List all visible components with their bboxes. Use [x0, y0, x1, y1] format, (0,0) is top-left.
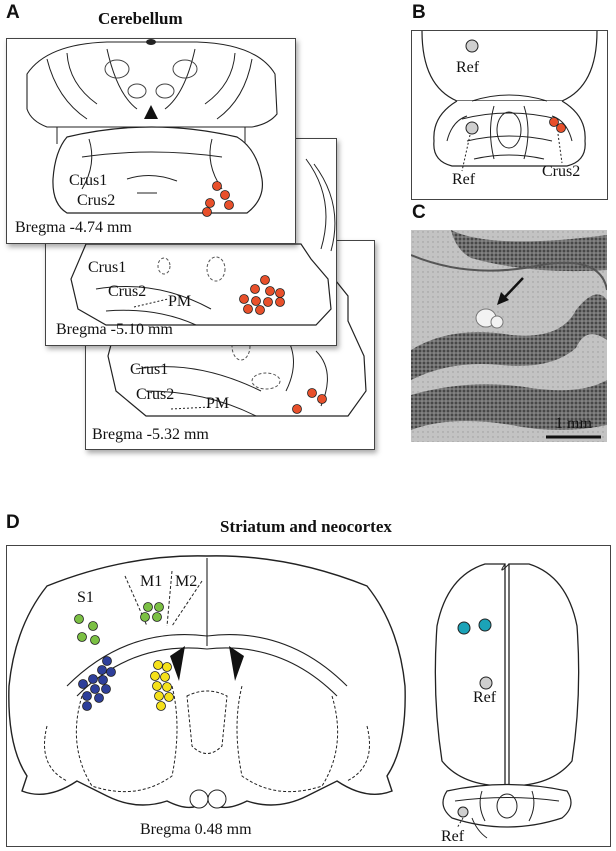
striatum-lateral-site: [90, 684, 100, 694]
panel-c-letter: C: [412, 202, 426, 223]
striatum-medial-site: [162, 662, 172, 672]
histology-image: [411, 230, 607, 442]
panel-d-letter: D: [6, 512, 20, 533]
striatum-lateral-site: [82, 691, 92, 701]
ref-electrode: [465, 121, 479, 135]
cerebellum-site: [292, 404, 302, 414]
ref-bottom-label: Ref: [441, 828, 465, 845]
crus1-label: Crus1: [88, 259, 127, 276]
striatum-medial-site: [160, 672, 170, 682]
bregma-label: Bregma -5.32 mm: [92, 426, 209, 443]
panel-d-frame: S1 M1 M2 Bregma 0.48 mm Ref Ref: [6, 545, 611, 847]
cerebellum-site: [265, 286, 275, 296]
cerebellum-site: [205, 198, 215, 208]
striatum-medial-site: [162, 682, 172, 692]
crus2-site: [556, 123, 566, 133]
cerebellum-site: [307, 388, 317, 398]
cerebellum-site: [250, 284, 260, 294]
cerebellum-site: [260, 275, 270, 285]
cerebellum-site: [224, 200, 234, 210]
crus2-label: Crus2: [542, 163, 581, 180]
striatum-medial-site: [164, 692, 174, 702]
ref-electrode: [465, 39, 479, 53]
m1-site: [152, 612, 162, 622]
cerebellum-site: [317, 394, 327, 404]
cerebellum-site: [212, 181, 222, 191]
s1-site: [74, 614, 84, 624]
panel-a-letter: A: [6, 2, 20, 23]
coronal-and-dorsal-drawing: [8, 555, 580, 839]
bregma-label: Bregma 0.48 mm: [140, 821, 252, 838]
panel-a-title: Cerebellum: [98, 9, 183, 28]
crus2-label: Crus2: [136, 386, 175, 403]
ref-electrode: [479, 676, 493, 690]
panel-b-drawing: [421, 31, 598, 172]
scale-bar-label: 1 mm: [555, 415, 592, 432]
striatum-lateral-site: [106, 667, 116, 677]
pm-label: PM: [206, 395, 230, 412]
m1-label: M1: [140, 573, 163, 590]
cerebellum-site: [239, 294, 249, 304]
m2-label: M2: [175, 573, 198, 590]
striatum-medial-site: [152, 681, 162, 691]
cerebellum-site: [243, 304, 253, 314]
crus1-label: Crus1: [130, 361, 169, 378]
striatum-medial-site: [153, 660, 163, 670]
cerebellum-site: [251, 296, 261, 306]
cerebellum-site: [263, 297, 273, 307]
s1-label: S1: [77, 589, 94, 606]
panel-c-histology: 1 mm: [411, 230, 607, 442]
cerebellum-site: [220, 190, 230, 200]
section-510-drawing: [70, 158, 336, 326]
ref-top-label: Ref: [456, 59, 480, 76]
m1-site: [140, 612, 150, 622]
crus2-label: Crus2: [108, 283, 147, 300]
cerebellum-site: [202, 207, 212, 217]
ref-electrode: [457, 806, 469, 818]
ref-top-label: Ref: [473, 689, 497, 706]
panel-d-title: Striatum and neocortex: [220, 517, 392, 536]
s1-site: [90, 635, 100, 645]
crus1-label: Crus1: [69, 172, 108, 189]
striatum-lateral-site: [94, 693, 104, 703]
striatum-lateral-site: [97, 665, 107, 675]
cortex-electrode: [457, 621, 471, 635]
cerebellum-site: [275, 288, 285, 298]
striatum-lateral-site: [101, 684, 111, 694]
panel-b-letter: B: [412, 2, 426, 23]
striatum-medial-site: [150, 671, 160, 681]
striatum-lateral-site: [82, 701, 92, 711]
bregma-label: Bregma -4.74 mm: [15, 219, 132, 236]
striatum-lateral-site: [102, 656, 112, 666]
bregma-label: Bregma -5.10 mm: [56, 321, 173, 338]
crus2-label: Crus2: [77, 192, 116, 209]
s1-site: [77, 632, 87, 642]
panel-b-dorsal-cerebellum: Ref Ref Crus2: [411, 30, 608, 200]
striatum-lateral-site: [78, 679, 88, 689]
crus2-site: [549, 117, 559, 127]
section-bregma-474: Crus1 Crus2 Bregma -4.74 mm: [6, 38, 296, 244]
ref-bottom-label: Ref: [452, 171, 476, 188]
striatum-lateral-site: [88, 674, 98, 684]
m1-site: [143, 602, 153, 612]
section-474-drawing: [26, 39, 278, 217]
striatum-medial-site: [156, 701, 166, 711]
cerebellum-site: [275, 297, 285, 307]
striatum-medial-site: [154, 691, 164, 701]
m1-site: [154, 602, 164, 612]
cortex-electrode: [478, 618, 492, 632]
striatum-lateral-site: [98, 675, 108, 685]
s1-site: [88, 621, 98, 631]
cerebellum-site: [255, 305, 265, 315]
pm-label: PM: [168, 293, 192, 310]
